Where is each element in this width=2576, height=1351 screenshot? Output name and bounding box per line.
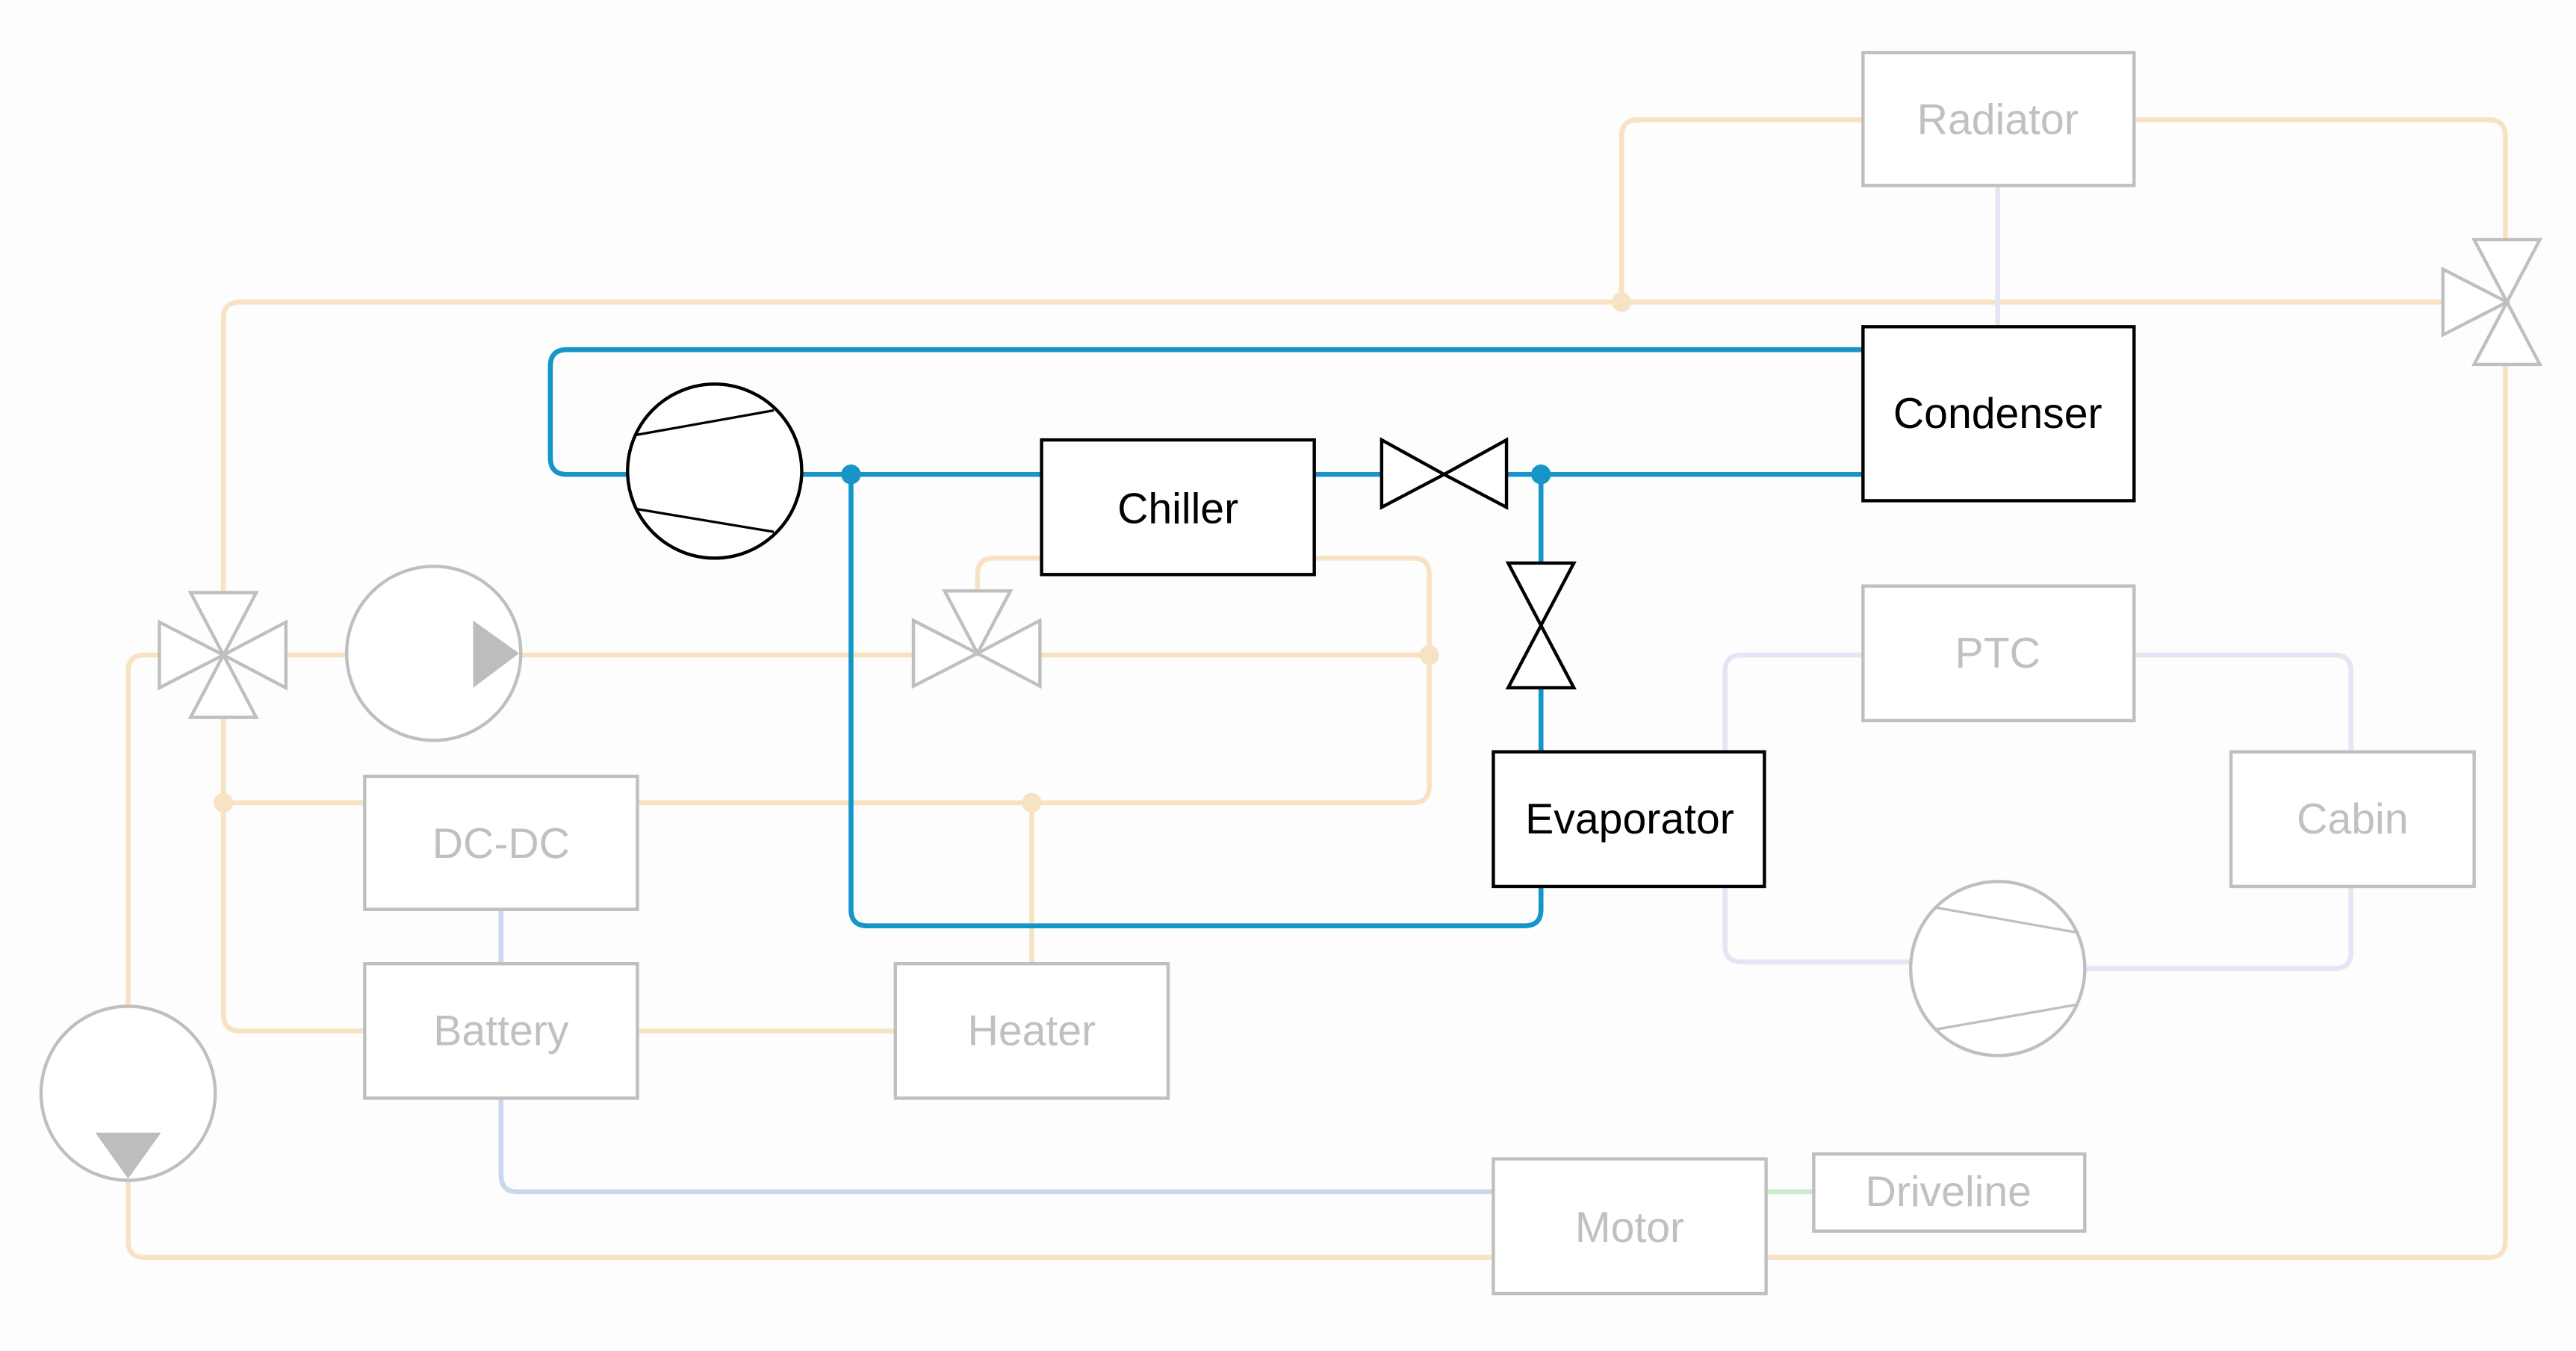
dcdc-box: DC-DC <box>363 774 639 911</box>
battery-label: Battery <box>433 1007 569 1055</box>
dcdc-label: DC-DC <box>432 820 570 868</box>
evaporator-box: Evaporator <box>1492 750 1766 889</box>
chiller-box: Chiller <box>1040 438 1316 577</box>
three-way-valve-icon <box>2441 237 2543 367</box>
junction-dot <box>1611 292 1632 312</box>
heater-box: Heater <box>893 962 1170 1100</box>
expansion-valve-icon <box>1505 561 1577 690</box>
cabin-label: Cabin <box>2297 795 2408 843</box>
three-way-valve-icon <box>911 589 1042 689</box>
refrigerant-loop <box>547 347 1866 929</box>
motor-label: Motor <box>1575 1204 1684 1252</box>
four-way-valve-icon <box>158 591 288 719</box>
pump-icon <box>344 565 523 742</box>
radiator-label: Radiator <box>1917 96 2079 143</box>
evaporator-label: Evaporator <box>1525 795 1734 843</box>
heater-label: Heater <box>968 1007 1096 1055</box>
motor-links <box>498 907 1816 1195</box>
compressor-icon <box>1908 880 2087 1057</box>
junction-dot <box>213 792 234 813</box>
condenser-box: Condenser <box>1861 325 2136 503</box>
driveline-box: Driveline <box>1812 1152 2087 1233</box>
refrigerant-junction <box>841 465 861 485</box>
chiller-label: Chiller <box>1117 485 1238 532</box>
motor-box: Motor <box>1492 1157 1768 1296</box>
ptc-box: PTC <box>1861 584 2136 723</box>
pump-icon <box>39 1004 217 1182</box>
coolant-junctions <box>213 292 1632 813</box>
cabin-box: Cabin <box>2229 750 2476 889</box>
expansion-valve-icon <box>1379 437 1509 510</box>
driveline-label: Driveline <box>1866 1168 2032 1216</box>
junction-dot <box>1419 645 1439 665</box>
refrigerant-junction <box>1531 465 1551 485</box>
coolant-loops <box>125 117 2508 1261</box>
junction-dot <box>1022 792 1042 813</box>
ptc-label: PTC <box>1955 630 2040 677</box>
radiator-box: Radiator <box>1861 51 2136 187</box>
battery-box: Battery <box>363 962 639 1100</box>
compressor-icon <box>626 382 804 560</box>
condenser-label: Condenser <box>1893 390 2102 438</box>
